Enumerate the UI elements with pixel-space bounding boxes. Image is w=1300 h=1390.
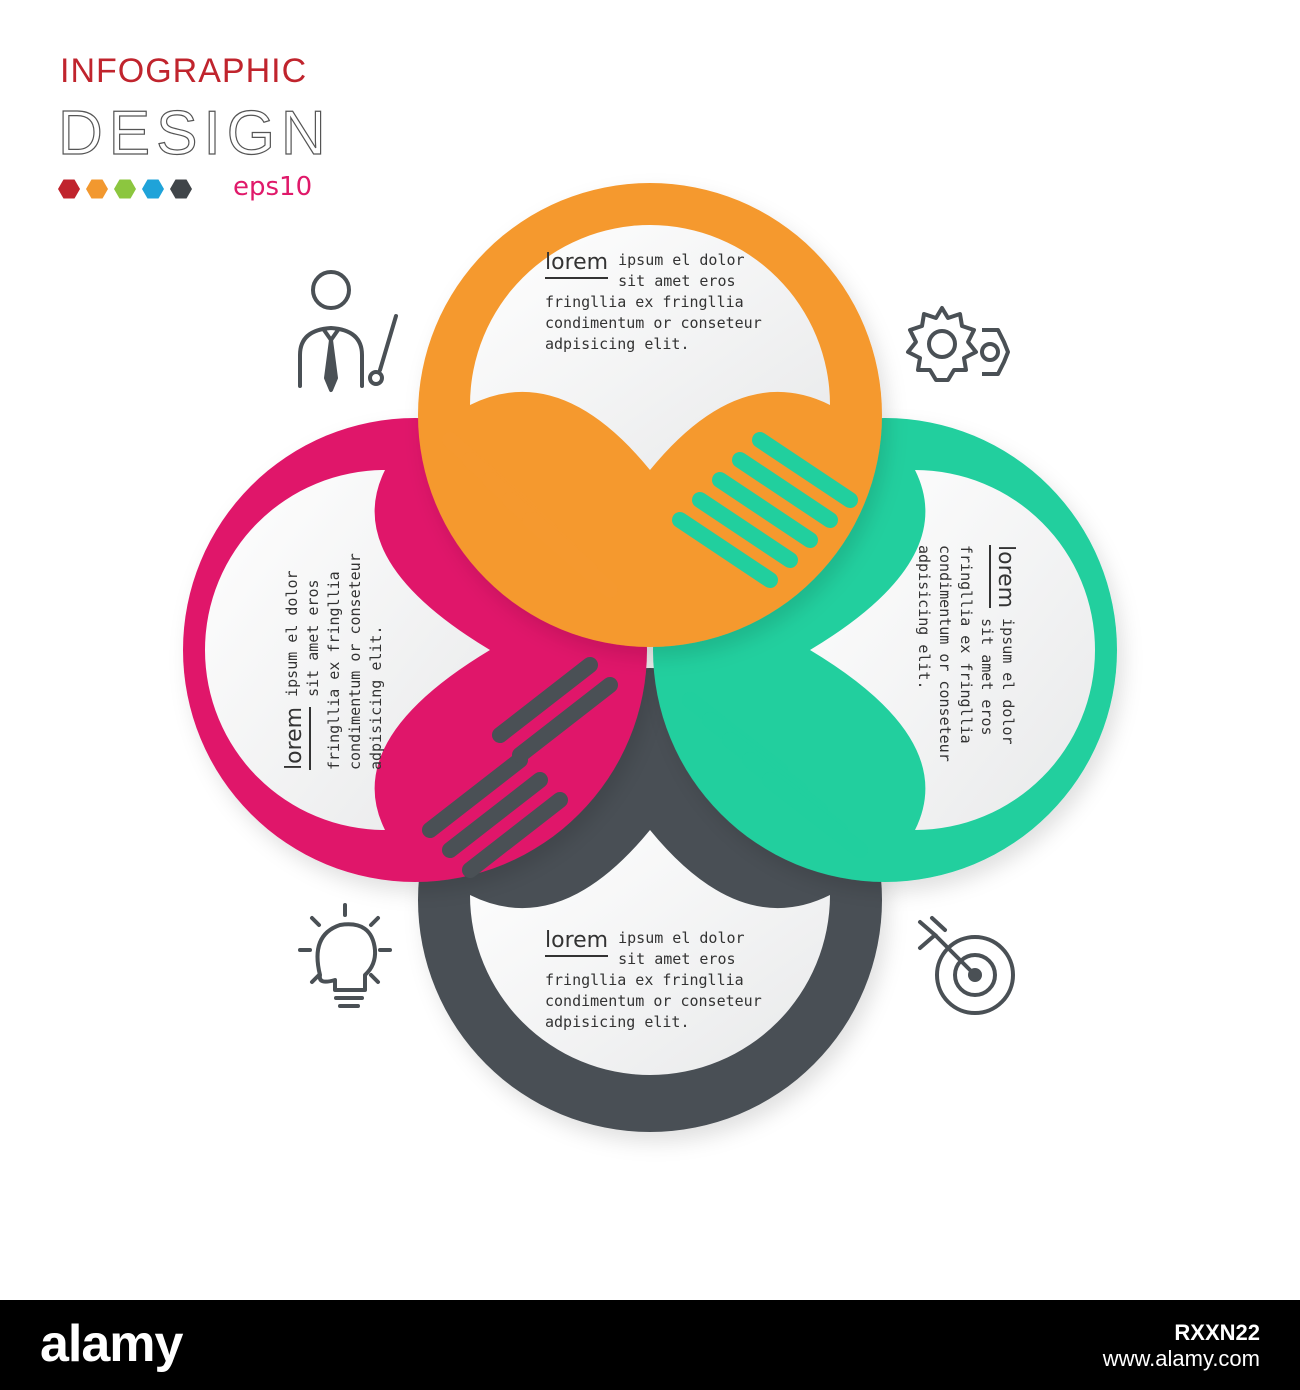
four-ring-diagram [183, 183, 1117, 1132]
card-right-lead: lorem [989, 545, 1018, 609]
card-bottom-lead: lorem [545, 928, 609, 957]
strands-teal-gray [682, 692, 868, 858]
color-dot [58, 179, 80, 199]
color-dot [86, 179, 108, 199]
strands-orange-teal [672, 432, 858, 588]
card-bottom-text: lorem ipsum el dolor sit amet eros fring… [545, 928, 765, 1033]
card-top-shape [470, 225, 830, 470]
color-dots [58, 179, 192, 199]
footer-bar: alamy RXXN22 www.alamy.com [0, 1300, 1300, 1390]
footer-logo: alamy [40, 1315, 183, 1373]
card-left-text: lorem ipsum el dolor sit amet eros fring… [282, 550, 387, 770]
card-bottom-shape [470, 830, 830, 1075]
strands-magenta-gray [422, 657, 618, 878]
color-dot [114, 179, 136, 199]
card-top-body: ipsum el dolor sit amet eros fringllia e… [545, 251, 762, 353]
lightbulb-head-icon [298, 903, 392, 1008]
card-left-shape [205, 470, 490, 830]
card-right-shape [810, 470, 1095, 830]
site-url: www.alamy.com [1102, 1346, 1260, 1371]
businessman-icon [298, 270, 398, 392]
gears-icon [906, 306, 1010, 382]
format-label: eps10 [233, 172, 313, 202]
card-bottom-body: ipsum el dolor sit amet eros fringllia e… [545, 929, 762, 1031]
color-dot [170, 179, 192, 199]
card-right-text: lorem ipsum el dolor sit amet eros fring… [913, 545, 1018, 765]
header-subtitle: DESIGN [57, 98, 332, 168]
card-top-lead: lorem [545, 250, 609, 279]
card-top-text: lorem ipsum el dolor sit amet eros fring… [545, 250, 765, 355]
footer-info: RXXN22 www.alamy.com [1103, 1320, 1260, 1372]
strands-orange-magenta [442, 432, 618, 598]
image-id: RXXN22 [1174, 1320, 1260, 1345]
target-icon [918, 916, 1015, 1015]
card-left-lead: lorem [282, 706, 311, 770]
color-dot [142, 179, 164, 199]
header-title: INFOGRAPHIC [60, 52, 308, 90]
